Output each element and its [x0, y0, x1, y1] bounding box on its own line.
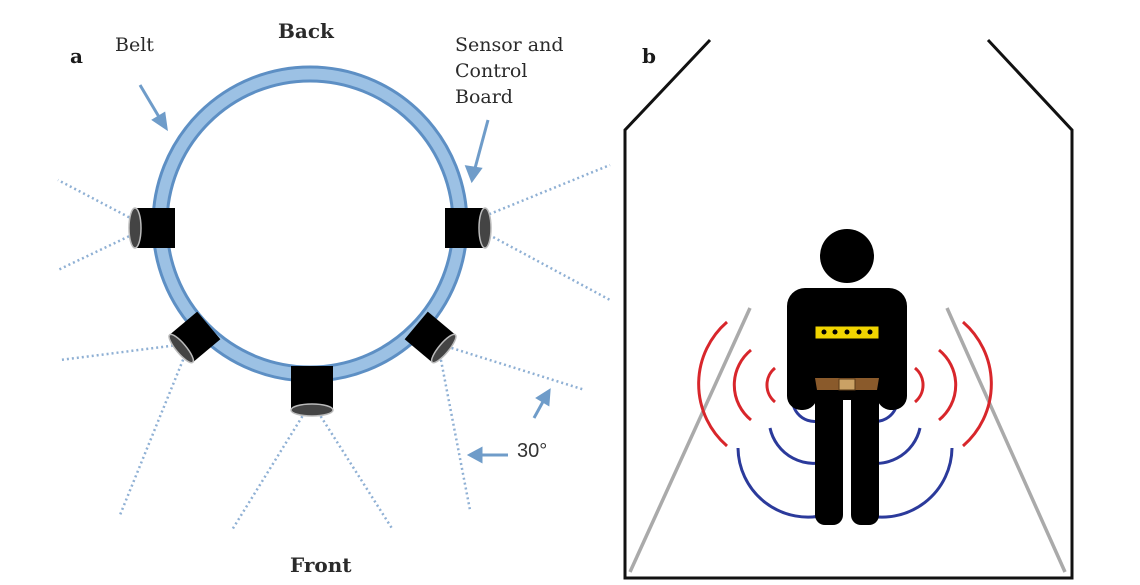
- beam-lowright-b: [438, 354, 472, 511]
- room-walls: [623, 38, 1074, 580]
- corridor-diagram: [623, 38, 1074, 580]
- sensor-label-line3: Board: [455, 86, 513, 108]
- wave-red-l1: [765, 366, 777, 404]
- sensor-lower-left: [168, 311, 221, 364]
- belt-arrowhead: [151, 111, 168, 132]
- sensor-front: [290, 366, 334, 417]
- angle-arrowhead-left: [466, 446, 483, 464]
- wall-right: [945, 307, 1067, 573]
- wave-red-r2: [938, 348, 958, 422]
- sensor-lower-right: [404, 311, 457, 364]
- person-arm-left: [787, 300, 817, 410]
- wall-left: [628, 307, 752, 573]
- upper-waves: [697, 320, 993, 448]
- beam-left-upper: [57, 178, 139, 224]
- front-label: Front: [290, 553, 352, 577]
- sensor-arrowhead: [464, 165, 483, 184]
- beam-right-upper: [479, 163, 611, 220]
- beam-right-lower: [479, 228, 611, 302]
- beam-lowright-a: [441, 343, 586, 392]
- panel-letter-b: b: [642, 44, 656, 68]
- person-arm-right: [877, 300, 907, 410]
- person-head: [820, 229, 874, 283]
- back-label: Back: [278, 19, 334, 43]
- angle-arrowhead-up: [535, 388, 551, 407]
- lower-waves: [736, 403, 954, 519]
- sensor-label-line1: Sensor and: [455, 34, 564, 56]
- belt-label: Belt: [115, 34, 154, 56]
- angle-label: 30°: [517, 440, 548, 462]
- arrows: [138, 84, 551, 464]
- person-leg-left: [815, 380, 843, 525]
- wave-blue-l3: [736, 447, 826, 519]
- beam-lowleft-b: [118, 354, 187, 516]
- sensor-arrow: [472, 119, 490, 173]
- belt-diagram: [57, 65, 611, 531]
- beam-left-lower: [57, 230, 139, 272]
- beam-lowleft-a: [59, 343, 179, 362]
- person-waist-belt: [815, 378, 879, 391]
- sensors: [128, 207, 492, 417]
- sensor-right: [445, 207, 492, 249]
- sensor-label-line2: Control: [455, 60, 528, 82]
- panel-b: b: [615, 0, 1140, 585]
- panel-letter-a: a: [70, 44, 83, 68]
- person-sensor-belt: [814, 325, 880, 340]
- corridor-walls: [628, 307, 1067, 573]
- wave-red-l3: [697, 320, 728, 448]
- room-outline: [623, 38, 1074, 580]
- sensor-beams: [57, 163, 611, 531]
- wave-red-l2: [732, 348, 752, 422]
- person-figure: [787, 229, 907, 525]
- sensor-left: [128, 207, 175, 249]
- wave-blue-r3: [864, 447, 954, 519]
- panel-a: a Belt Back Sensor and Control Board 30°…: [57, 19, 611, 577]
- wave-red-r3: [962, 320, 993, 448]
- beam-front-a: [230, 411, 307, 531]
- person-leg-right: [851, 380, 879, 525]
- wave-red-r1: [913, 366, 925, 404]
- beam-front-b: [316, 411, 395, 531]
